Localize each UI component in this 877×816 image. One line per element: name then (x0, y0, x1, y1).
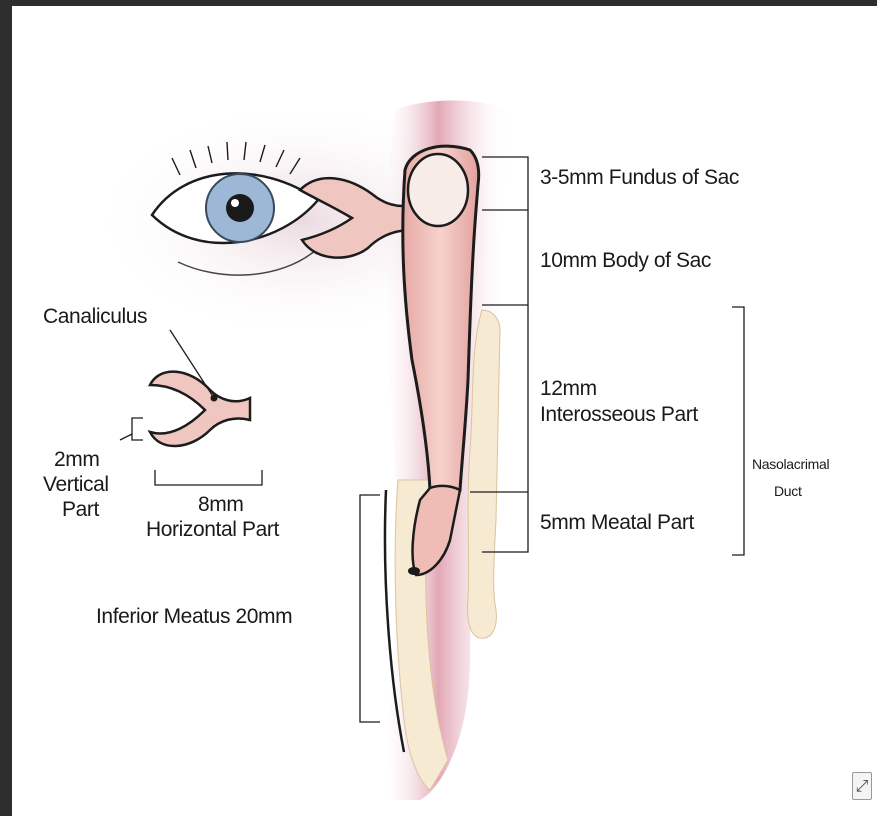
interosseous-label-1: 12mm (540, 378, 597, 401)
fundus-of-sac (408, 154, 468, 226)
expand-icon[interactable]: ⤢ (852, 772, 872, 800)
body-label: 10mm Body of Sac (540, 250, 711, 273)
nasolacrimal-label-2: Duct (774, 482, 802, 501)
interosseous-label-2: Interosseous Part (540, 404, 698, 427)
pupil (226, 194, 254, 222)
vertical-part-bracket (132, 418, 143, 440)
fundus-label: 3-5mm Fundus of Sac (540, 167, 739, 190)
pupil-highlight (231, 199, 239, 207)
inferior-meatus-label: Inferior Meatus 20mm (96, 606, 292, 629)
horizontal-part-bracket (155, 470, 262, 485)
ostium (408, 567, 420, 575)
meatal-label: 5mm Meatal Part (540, 512, 694, 535)
vertical-label-3: Part (62, 499, 99, 522)
horizontal-label-1: 8mm (198, 494, 243, 517)
inferior-meatus-bracket (360, 495, 380, 722)
canaliculus-detail (150, 372, 250, 446)
vertical-label-1: 2mm (54, 449, 99, 472)
nasolacrimal-label-1: Nasolacrimal (752, 455, 829, 474)
nasolacrimal-bracket (732, 307, 744, 555)
vertical-part-leader (120, 434, 132, 440)
vertical-label-2: Vertical (43, 474, 109, 497)
canaliculus-label: Canaliculus (43, 306, 147, 329)
horizontal-label-2: Horizontal Part (146, 519, 279, 542)
